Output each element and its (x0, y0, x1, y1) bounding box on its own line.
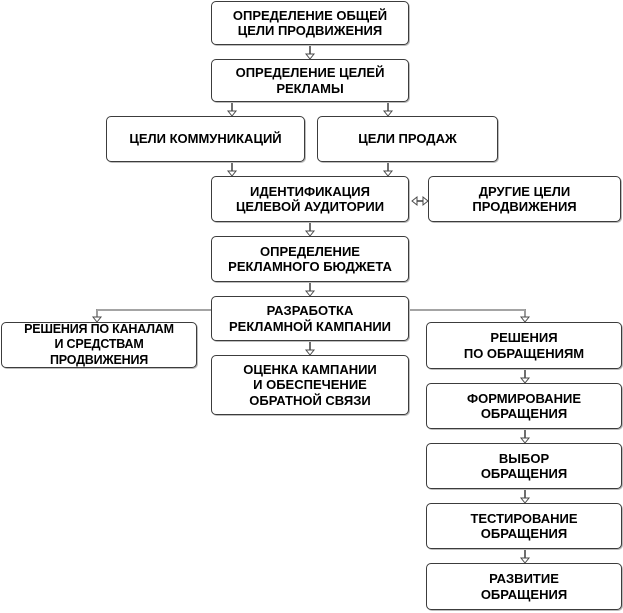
node-message-choice: ВЫБОР ОБРАЩЕНИЯ (426, 443, 622, 489)
arrow-sales-to-audience (382, 162, 394, 177)
node-message-forming: ФОРМИРОВАНИЕ ОБРАЩЕНИЯ (426, 383, 622, 429)
arrow-campaign-to-evaluation (304, 341, 316, 356)
arrow-general-to-ad-goals (304, 45, 316, 60)
arrow-communication-to-audience (226, 162, 238, 177)
node-sales-goals: ЦЕЛИ ПРОДАЖ (317, 116, 498, 162)
arrow-campaign-to-channels (91, 309, 211, 323)
node-message-development: РАЗВИТИЕ ОБРАЩЕНИЯ (426, 563, 622, 610)
node-campaign-development: РАЗРАБОТКА РЕКЛАМНОЙ КАМПАНИИ (211, 296, 409, 341)
arrow-ad-goals-to-communication (226, 102, 238, 117)
node-advertising-budget: ОПРЕДЕЛЕНИЕ РЕКЛАМНОГО БЮДЖЕТА (211, 236, 409, 282)
arrow-audience-other-goals (411, 195, 429, 207)
node-general-promotion-goal: ОПРЕДЕЛЕНИЕ ОБЩЕЙ ЦЕЛИ ПРОДВИЖЕНИЯ (211, 1, 409, 45)
arrow-campaign-to-message-decisions (409, 309, 531, 323)
node-other-promotion-goals: ДРУГИЕ ЦЕЛИ ПРОДВИЖЕНИЯ (428, 176, 621, 222)
node-advertising-goals: ОПРЕДЕЛЕНИЕ ЦЕЛЕЙ РЕКЛАМЫ (211, 59, 409, 102)
node-communication-goals: ЦЕЛИ КОММУНИКАЦИЙ (106, 116, 305, 162)
node-campaign-evaluation: ОЦЕНКА КАМПАНИИ И ОБЕСПЕЧЕНИЕ ОБРАТНОЙ С… (211, 355, 409, 415)
arrow-testing-to-development (519, 549, 531, 564)
arrow-budget-to-campaign (304, 282, 316, 297)
arrow-audience-to-budget (304, 222, 316, 237)
arrow-ad-goals-to-sales (382, 102, 394, 117)
arrow-choice-to-testing (519, 489, 531, 504)
node-channel-decisions: РЕШЕНИЯ ПО КАНАЛАМ И СРЕДСТВАМ ПРОДВИЖЕН… (1, 322, 197, 368)
node-target-audience: ИДЕНТИФИКАЦИЯ ЦЕЛЕВОЙ АУДИТОРИИ (211, 176, 409, 222)
arrow-decisions-to-forming (519, 369, 531, 384)
arrow-forming-to-choice (519, 429, 531, 444)
node-message-testing: ТЕСТИРОВАНИЕ ОБРАЩЕНИЯ (426, 503, 622, 549)
node-message-decisions: РЕШЕНИЯ ПО ОБРАЩЕНИЯМ (426, 322, 622, 369)
